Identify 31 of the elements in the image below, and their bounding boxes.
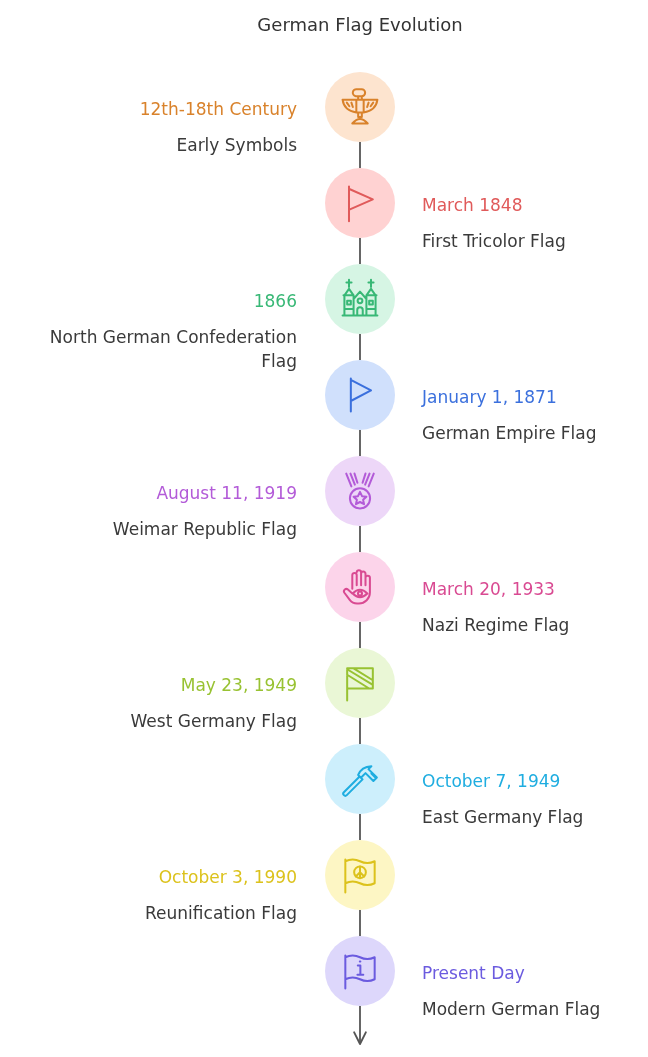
date-label: October 3, 1990 (158, 866, 297, 889)
date-label: October 7, 1949 (422, 770, 561, 793)
connector-line (359, 141, 361, 169)
event-title: West Germany Flag (130, 710, 297, 733)
date-label: Present Day (422, 962, 525, 985)
connector-line (359, 429, 361, 457)
event-title: Modern German Flag (422, 998, 601, 1021)
date-label: March 20, 1933 (422, 578, 555, 601)
connector-line (359, 717, 361, 745)
connector-line (359, 525, 361, 553)
date-label: August 11, 1919 (156, 482, 297, 505)
date-label: May 23, 1949 (180, 674, 297, 697)
connector-line (359, 813, 361, 841)
event-title: Nazi Regime Flag (422, 614, 570, 637)
date-label: March 1848 (422, 194, 523, 217)
connector-line (359, 621, 361, 649)
event-title: Reunification Flag (145, 902, 297, 925)
date-label: January 1, 1871 (422, 386, 557, 409)
event-title: First Tricolor Flag (422, 230, 566, 253)
event-title: Early Symbols (176, 134, 297, 157)
event-title: East Germany Flag (422, 806, 584, 829)
event-title: Weimar Republic Flag (112, 518, 297, 541)
diagram-title: German Flag Evolution (256, 13, 464, 37)
event-title: German Empire Flag (422, 422, 597, 445)
date-label: 1866 (253, 290, 297, 313)
event-title: North German Confederation Flag (48, 326, 297, 373)
arrow (353, 1005, 367, 1045)
connector-line (359, 909, 361, 937)
date-label: 12th-18th Century (139, 98, 297, 121)
connector-line (359, 237, 361, 265)
connector-line (359, 333, 361, 361)
